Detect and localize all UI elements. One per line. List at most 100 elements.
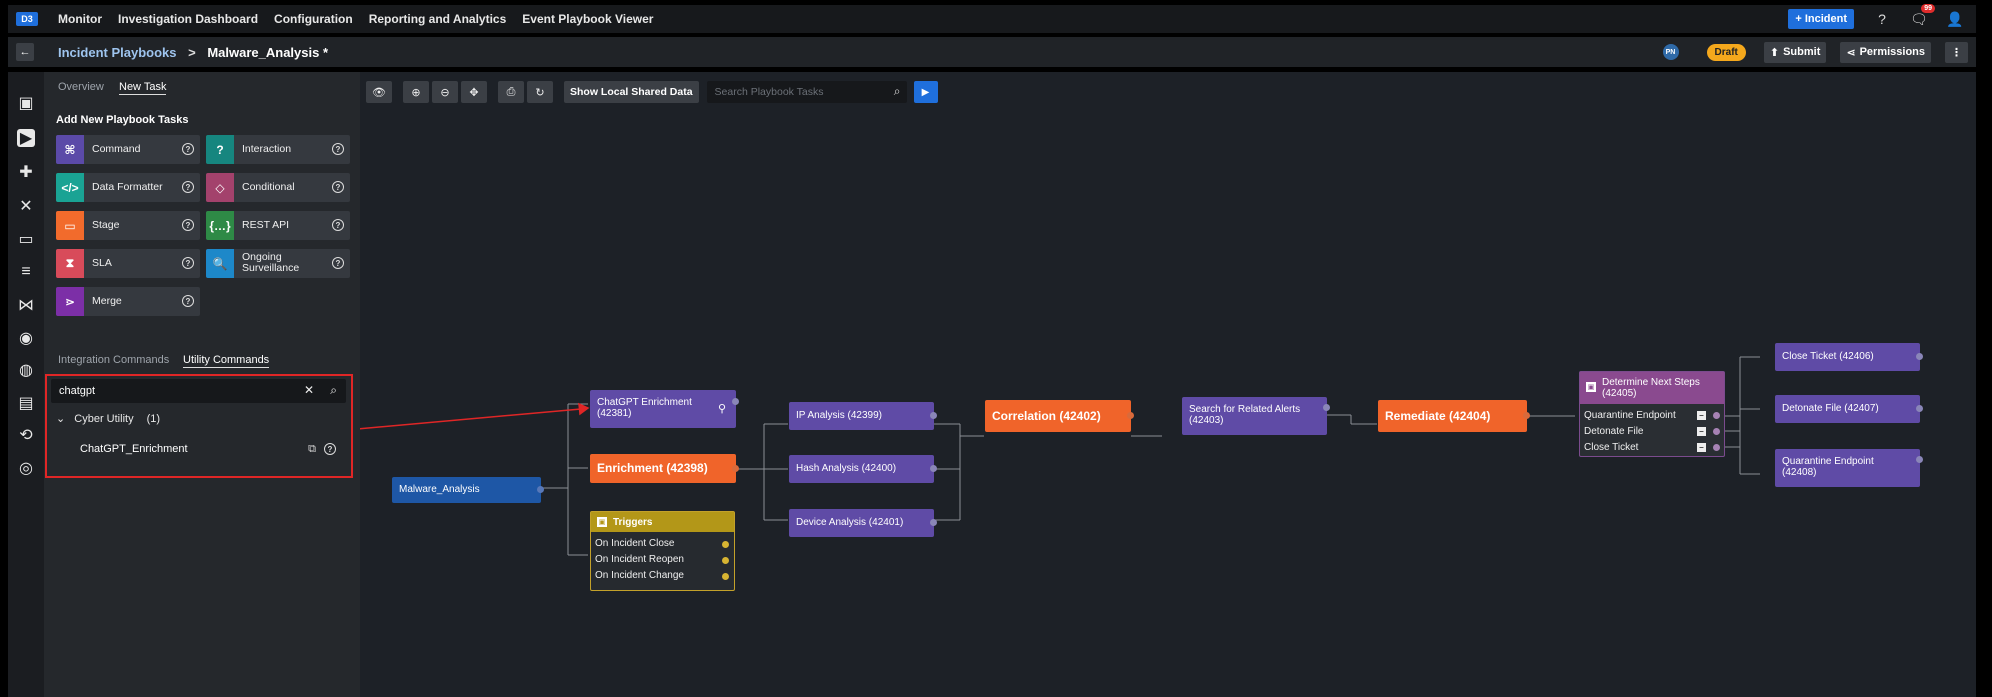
playbook-task-search-input[interactable]	[714, 84, 875, 100]
option-port[interactable]	[1713, 428, 1720, 435]
permissions-button[interactable]: ⋖Permissions	[1840, 41, 1931, 63]
tab-integration-commands[interactable]: Integration Commands	[58, 354, 170, 366]
fingerprint-icon[interactable]: ◎	[19, 460, 33, 477]
calendar-icon[interactable]: ▣	[18, 95, 34, 112]
help-icon[interactable]: ?	[182, 219, 194, 231]
node-determine-next-steps[interactable]: ▣ Determine Next Steps (42405) Quarantin…	[1579, 371, 1725, 457]
nav-reporting-and-analytics[interactable]: Reporting and Analytics	[368, 12, 507, 26]
node-hash-analysis[interactable]: Hash Analysis (42400)	[789, 455, 937, 483]
output-port[interactable]	[930, 519, 937, 526]
print-icon[interactable]: ⎙	[498, 81, 524, 103]
refresh-icon[interactable]: ↻	[527, 81, 553, 103]
fit-view-icon[interactable]: ✥	[461, 81, 487, 103]
output-port[interactable]	[1523, 412, 1530, 419]
trigger-port[interactable]	[722, 541, 729, 548]
zoom-out-icon[interactable]: ⊖	[432, 81, 458, 103]
node-device-analysis[interactable]: Device Analysis (42401)	[789, 509, 937, 537]
show-local-shared-data-button[interactable]: Show Local Shared Data	[564, 81, 699, 103]
help-icon[interactable]: ?	[332, 181, 344, 193]
playbook-canvas[interactable]: 👁 ⊕ ⊖ ✥ ⎙ ↻ Show Local Shared Data ⌕ ▶	[360, 72, 1976, 697]
help-icon[interactable]: ?	[182, 257, 194, 269]
node-ip-analysis[interactable]: IP Analysis (42399)	[789, 402, 937, 430]
new-incident-button[interactable]: + Incident	[1788, 9, 1854, 29]
help-icon[interactable]: ?	[1878, 11, 1886, 27]
more-options-icon[interactable]: ⋮	[1945, 41, 1968, 63]
report-icon[interactable]: ▤	[18, 395, 34, 412]
output-port[interactable]	[537, 486, 544, 493]
task-data-formatter[interactable]: </>Data Formatter?	[56, 173, 200, 202]
cyber-utility-group[interactable]: ⌄ Cyber Utility (1)	[56, 412, 160, 425]
tab-utility-commands[interactable]: Utility Commands	[183, 354, 270, 368]
node-search-related-alerts[interactable]: Search for Related Alerts (42403)	[1182, 397, 1330, 435]
task-sla[interactable]: ⧗SLA?	[56, 249, 200, 278]
help-icon[interactable]: ?	[324, 443, 336, 455]
command-search-input[interactable]	[59, 383, 279, 399]
globe-icon[interactable]: ◍	[19, 362, 33, 379]
task-interaction[interactable]: ?Interaction?	[206, 135, 350, 164]
task-command[interactable]: ⌘Command?	[56, 135, 200, 164]
network-icon[interactable]: ⋈	[18, 297, 34, 314]
external-link-icon[interactable]: ⧉	[308, 443, 316, 455]
node-detonate-file[interactable]: Detonate File (42407)	[1775, 395, 1923, 423]
node-quarantine-endpoint[interactable]: Quarantine Endpoint (42408)	[1775, 449, 1923, 487]
back-arrow-icon[interactable]: ←	[16, 43, 34, 61]
option-port[interactable]	[1713, 444, 1720, 451]
trigger-port[interactable]	[722, 573, 729, 580]
output-port[interactable]	[1127, 412, 1134, 419]
notifications-icon[interactable]: 🗨99	[1910, 3, 1935, 28]
clear-icon[interactable]: ✕	[303, 383, 314, 397]
user-avatar[interactable]: PN	[1662, 44, 1679, 60]
help-icon[interactable]: ?	[182, 295, 194, 307]
minus-icon[interactable]: –	[1697, 443, 1706, 452]
node-remediate[interactable]: Remediate (42404)	[1378, 400, 1530, 432]
play-icon[interactable]: ▶	[913, 81, 938, 103]
puzzle-icon[interactable]: ✚	[19, 164, 33, 181]
nav-monitor[interactable]: Monitor	[58, 12, 102, 26]
chatgpt-enrichment-command[interactable]: ChatGPT_Enrichment ⧉ ?	[70, 438, 346, 462]
output-port[interactable]	[930, 412, 937, 419]
submit-button[interactable]: ⬆Submit	[1763, 41, 1827, 63]
sync-icon[interactable]: ⟲	[19, 427, 33, 444]
nav-configuration[interactable]: Configuration	[274, 12, 353, 26]
breadcrumb-incident-playbooks[interactable]: Incident Playbooks	[58, 45, 177, 60]
node-malware-analysis[interactable]: Malware_Analysis	[392, 477, 544, 503]
task-rest-api[interactable]: {…}REST API?	[206, 211, 350, 240]
output-port[interactable]	[1323, 404, 1330, 411]
output-port[interactable]	[732, 398, 739, 405]
toggle-view-icon[interactable]: 👁	[366, 81, 392, 103]
task-ongoing-surveillance[interactable]: 🔍Ongoing Surveillance?	[206, 249, 350, 278]
tools-icon[interactable]: ✕	[19, 198, 33, 215]
zoom-in-icon[interactable]: ⊕	[403, 81, 429, 103]
schedule-icon[interactable]: ▭	[18, 231, 34, 248]
minus-icon[interactable]: –	[1697, 411, 1706, 420]
nav-investigation-dashboard[interactable]: Investigation Dashboard	[118, 12, 259, 26]
search-icon[interactable]: ⌕	[893, 84, 901, 98]
node-chatgpt-enrichment[interactable]: ChatGPT Enrichment (42381) ⚲	[590, 390, 739, 428]
node-enrichment[interactable]: Enrichment (42398)	[590, 454, 739, 483]
minus-icon[interactable]: –	[1697, 427, 1706, 436]
output-port[interactable]	[1916, 405, 1923, 412]
task-stage[interactable]: ▭Stage?	[56, 211, 200, 240]
task-merge[interactable]: ⋗Merge?	[56, 287, 200, 316]
help-icon[interactable]: ?	[332, 143, 344, 155]
task-conditional[interactable]: ◇Conditional?	[206, 173, 350, 202]
option-port[interactable]	[1713, 412, 1720, 419]
antenna-icon[interactable]: ◉	[19, 330, 33, 347]
node-close-ticket[interactable]: Close Ticket (42406)	[1775, 343, 1923, 371]
output-port[interactable]	[732, 465, 739, 472]
playbook-icon[interactable]: ▶	[17, 129, 35, 147]
help-icon[interactable]: ?	[332, 257, 344, 269]
nav-event-playbook-viewer[interactable]: Event Playbook Viewer	[522, 12, 654, 26]
help-icon[interactable]: ?	[332, 219, 344, 231]
tab-overview[interactable]: Overview	[58, 81, 104, 93]
output-port[interactable]	[1916, 353, 1923, 360]
database-icon[interactable]: ≡	[21, 263, 31, 280]
trigger-port[interactable]	[722, 557, 729, 564]
tab-new-task[interactable]: New Task	[119, 81, 167, 95]
output-port[interactable]	[930, 465, 937, 472]
d3-logo[interactable]: D3	[16, 12, 38, 26]
help-icon[interactable]: ?	[182, 143, 194, 155]
output-port[interactable]	[1916, 456, 1923, 463]
node-triggers[interactable]: ▣Triggers On Incident Close On Incident …	[590, 511, 735, 591]
node-correlation[interactable]: Correlation (42402)	[985, 400, 1134, 432]
